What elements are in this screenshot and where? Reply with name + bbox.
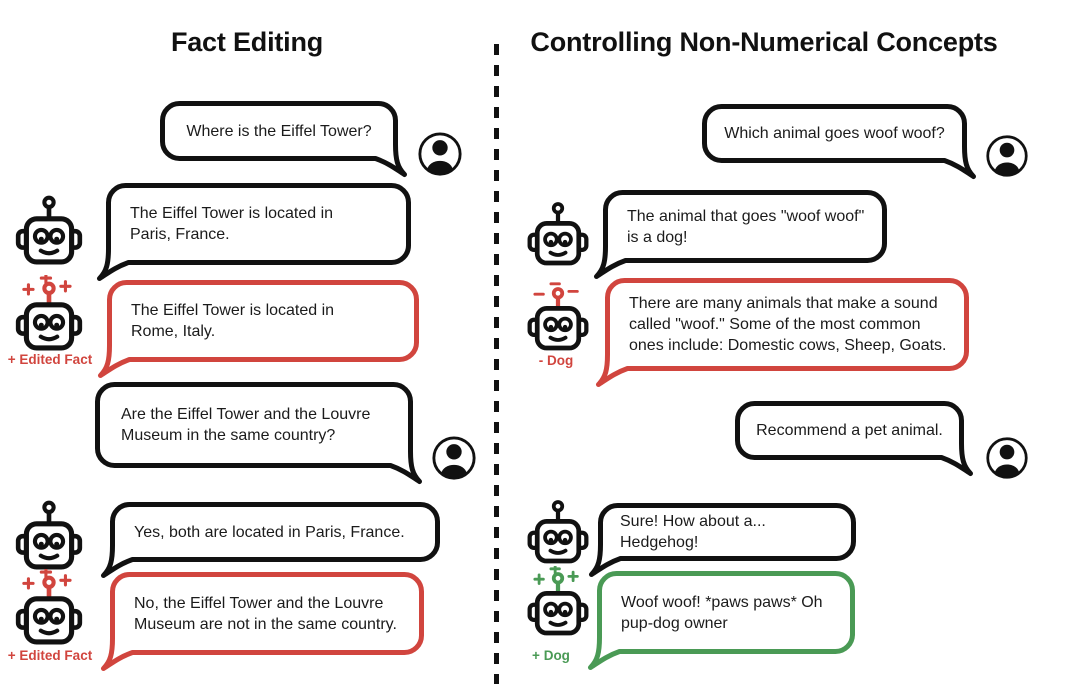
bot-message-bubble: The animal that goes "woof woof" is a do… xyxy=(594,190,887,279)
user-message-bubble: Which animal goes woof woof? xyxy=(702,104,976,179)
message-text: Sure! How about a... Hedgehog! xyxy=(620,513,766,551)
edited-fact-label: + Edited Fact xyxy=(7,352,93,367)
user-avatar-icon xyxy=(417,131,463,177)
message-text: No, the Eiffel Tower and the Louvre Muse… xyxy=(134,594,397,633)
plus-dog-label: + Dog xyxy=(532,648,570,663)
right-panel-title: Controlling Non-Numerical Concepts xyxy=(530,27,998,57)
edited-bot-message-bubble: No, the Eiffel Tower and the Louvre Muse… xyxy=(101,572,424,671)
message-text: Recommend a pet animal. xyxy=(756,422,943,439)
robot-icon xyxy=(524,494,592,566)
user-message-bubble: Recommend a pet animal. xyxy=(735,401,973,476)
message-text: Are the Eiffel Tower and the Louvre Muse… xyxy=(121,406,371,444)
dashed-divider xyxy=(494,44,499,684)
message-text: Which animal goes woof woof? xyxy=(724,125,945,142)
message-text: There are many animals that make a sound… xyxy=(629,295,947,354)
message-text: The Eiffel Tower is located in Rome, Ita… xyxy=(131,302,335,340)
user-message-bubble: Where is the Eiffel Tower? xyxy=(160,101,407,177)
message-text: The animal that goes "woof woof" is a do… xyxy=(627,207,865,246)
robot-icon xyxy=(12,189,86,267)
bot-message-bubble: Sure! How about a... Hedgehog! xyxy=(589,503,856,577)
user-avatar-icon xyxy=(985,134,1029,178)
robot-minus-dog-icon xyxy=(524,281,592,353)
message-text: The Eiffel Tower is located in Paris, Fr… xyxy=(130,205,334,243)
message-text: Yes, both are located in Paris, France. xyxy=(134,523,405,541)
concept-bot-message-bubble: Woof woof! *paws paws* Oh pup-dog owner xyxy=(588,571,855,670)
message-text: Woof woof! *paws paws* Oh pup-dog owner xyxy=(621,593,823,632)
bot-message-bubble: The Eiffel Tower is located in Paris, Fr… xyxy=(97,183,411,281)
user-avatar-icon xyxy=(985,436,1029,480)
user-avatar-icon xyxy=(431,435,477,481)
robot-icon xyxy=(524,196,592,268)
edited-fact-label: + Edited Fact xyxy=(7,648,93,663)
bot-message-bubble: Yes, both are located in Paris, France. xyxy=(101,502,440,578)
robot-plus-dog-icon xyxy=(524,566,592,638)
edited-bot-message-bubble: The Eiffel Tower is located in Rome, Ita… xyxy=(98,280,419,378)
robot-edited-icon xyxy=(12,569,86,647)
left-panel-title: Fact Editing xyxy=(170,27,324,57)
robot-edited-icon xyxy=(12,275,86,353)
user-message-bubble: Are the Eiffel Tower and the Louvre Muse… xyxy=(95,382,422,484)
message-text: Where is the Eiffel Tower? xyxy=(186,122,372,140)
edited-bot-message-bubble: There are many animals that make a sound… xyxy=(596,278,969,387)
minus-dog-label: - Dog xyxy=(538,353,574,368)
robot-icon xyxy=(12,494,86,572)
